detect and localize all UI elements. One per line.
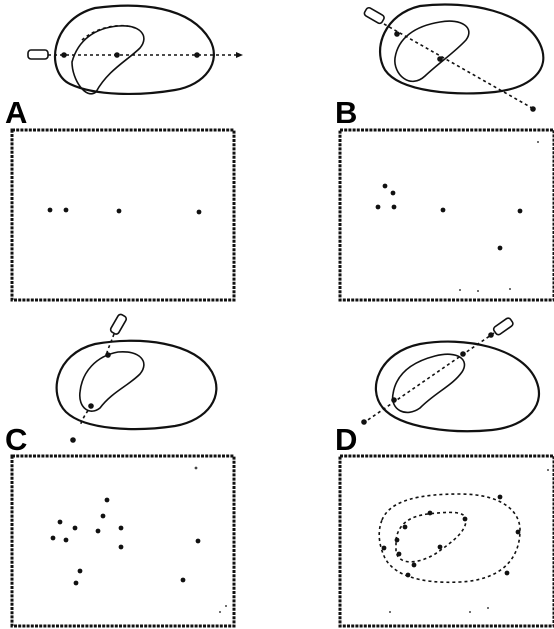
scan-point <box>505 571 510 576</box>
inner-contour <box>72 26 144 94</box>
probe-icon <box>493 317 515 336</box>
noise-speck <box>469 611 471 613</box>
noise-speck <box>459 289 461 291</box>
noise-speck <box>509 288 511 290</box>
scan-point <box>74 581 79 586</box>
noise-speck <box>477 290 479 292</box>
noise-speck <box>389 611 391 613</box>
scan-point <box>498 495 503 500</box>
scan-point <box>463 517 468 522</box>
panel-a-schematic <box>28 6 243 94</box>
scan-point <box>58 520 63 525</box>
scan-point <box>391 191 396 196</box>
noise-speck <box>487 607 489 609</box>
panel-label-a: A <box>5 95 27 130</box>
intersection-point <box>88 403 94 409</box>
outer-contour <box>55 6 214 94</box>
scan-frame <box>340 456 554 626</box>
panel-b-scan <box>340 130 554 300</box>
intersection-point <box>394 31 400 37</box>
scan-point <box>403 525 408 530</box>
scan-point <box>412 563 417 568</box>
scan-point <box>181 578 186 583</box>
scan-point <box>516 530 521 535</box>
scan-point <box>397 552 402 557</box>
arrow-head-icon <box>236 52 243 58</box>
inner-contour <box>80 352 144 411</box>
scan-point <box>64 538 69 543</box>
probe-icon <box>110 313 128 335</box>
scan-point <box>395 538 400 543</box>
scan-point <box>48 208 53 213</box>
panel-b: B <box>335 5 554 300</box>
scan-point <box>196 539 201 544</box>
scan-point <box>518 209 523 214</box>
panel-c-scan <box>12 456 234 626</box>
noise-speck <box>219 611 221 613</box>
noise-speck <box>537 141 539 143</box>
scan-point <box>96 529 101 534</box>
scan-point <box>101 514 106 519</box>
probe-icon <box>363 7 385 25</box>
scan-point <box>441 208 446 213</box>
intersection-point <box>488 332 494 338</box>
panel-b-schematic <box>363 5 543 112</box>
intersection-point <box>194 52 200 58</box>
intersection-point <box>114 52 120 58</box>
panel-a: A <box>5 6 243 300</box>
intersection-point <box>460 351 466 357</box>
panel-a-scan <box>12 130 234 300</box>
panel-label-c: C <box>5 422 27 457</box>
scan-frame <box>12 456 234 626</box>
scan-point <box>117 209 122 214</box>
probe-icon <box>28 50 48 59</box>
noise-speck <box>195 467 198 470</box>
intersection-point <box>70 437 76 443</box>
intersection-point <box>530 106 536 112</box>
panel-label-b: B <box>335 95 357 130</box>
intersection-point <box>105 352 111 358</box>
scan-point <box>73 526 78 531</box>
panel-d-scan <box>340 456 554 626</box>
scan-point <box>383 184 388 189</box>
scan-point <box>406 573 411 578</box>
scan-point <box>64 208 69 213</box>
scan-point <box>197 210 202 215</box>
scan-point <box>119 545 124 550</box>
scan-point <box>382 546 387 551</box>
panel-c-schematic <box>57 313 217 442</box>
scan-frame <box>12 130 234 300</box>
scan-point <box>119 526 124 531</box>
scan-point <box>105 498 110 503</box>
scan-point <box>428 511 433 516</box>
scan-point <box>438 545 443 550</box>
panel-c: C <box>5 313 234 626</box>
intersection-point <box>437 56 443 62</box>
scan-point <box>392 205 397 210</box>
panel-d: D <box>335 317 554 626</box>
intersection-point <box>61 52 67 58</box>
scan-frame <box>340 130 554 300</box>
panel-d-schematic <box>361 317 539 431</box>
outer-contour <box>380 5 543 94</box>
noise-speck <box>547 469 549 471</box>
scan-point <box>498 246 503 251</box>
beam-path <box>362 333 494 424</box>
intersection-point <box>361 419 367 425</box>
panel-label-d: D <box>335 422 357 457</box>
beam-path <box>384 24 532 108</box>
scan-point <box>51 536 56 541</box>
intersection-point <box>391 397 397 403</box>
inner-contour <box>393 354 465 412</box>
scan-point <box>78 569 83 574</box>
scan-point <box>376 205 381 210</box>
noise-speck <box>225 605 227 607</box>
